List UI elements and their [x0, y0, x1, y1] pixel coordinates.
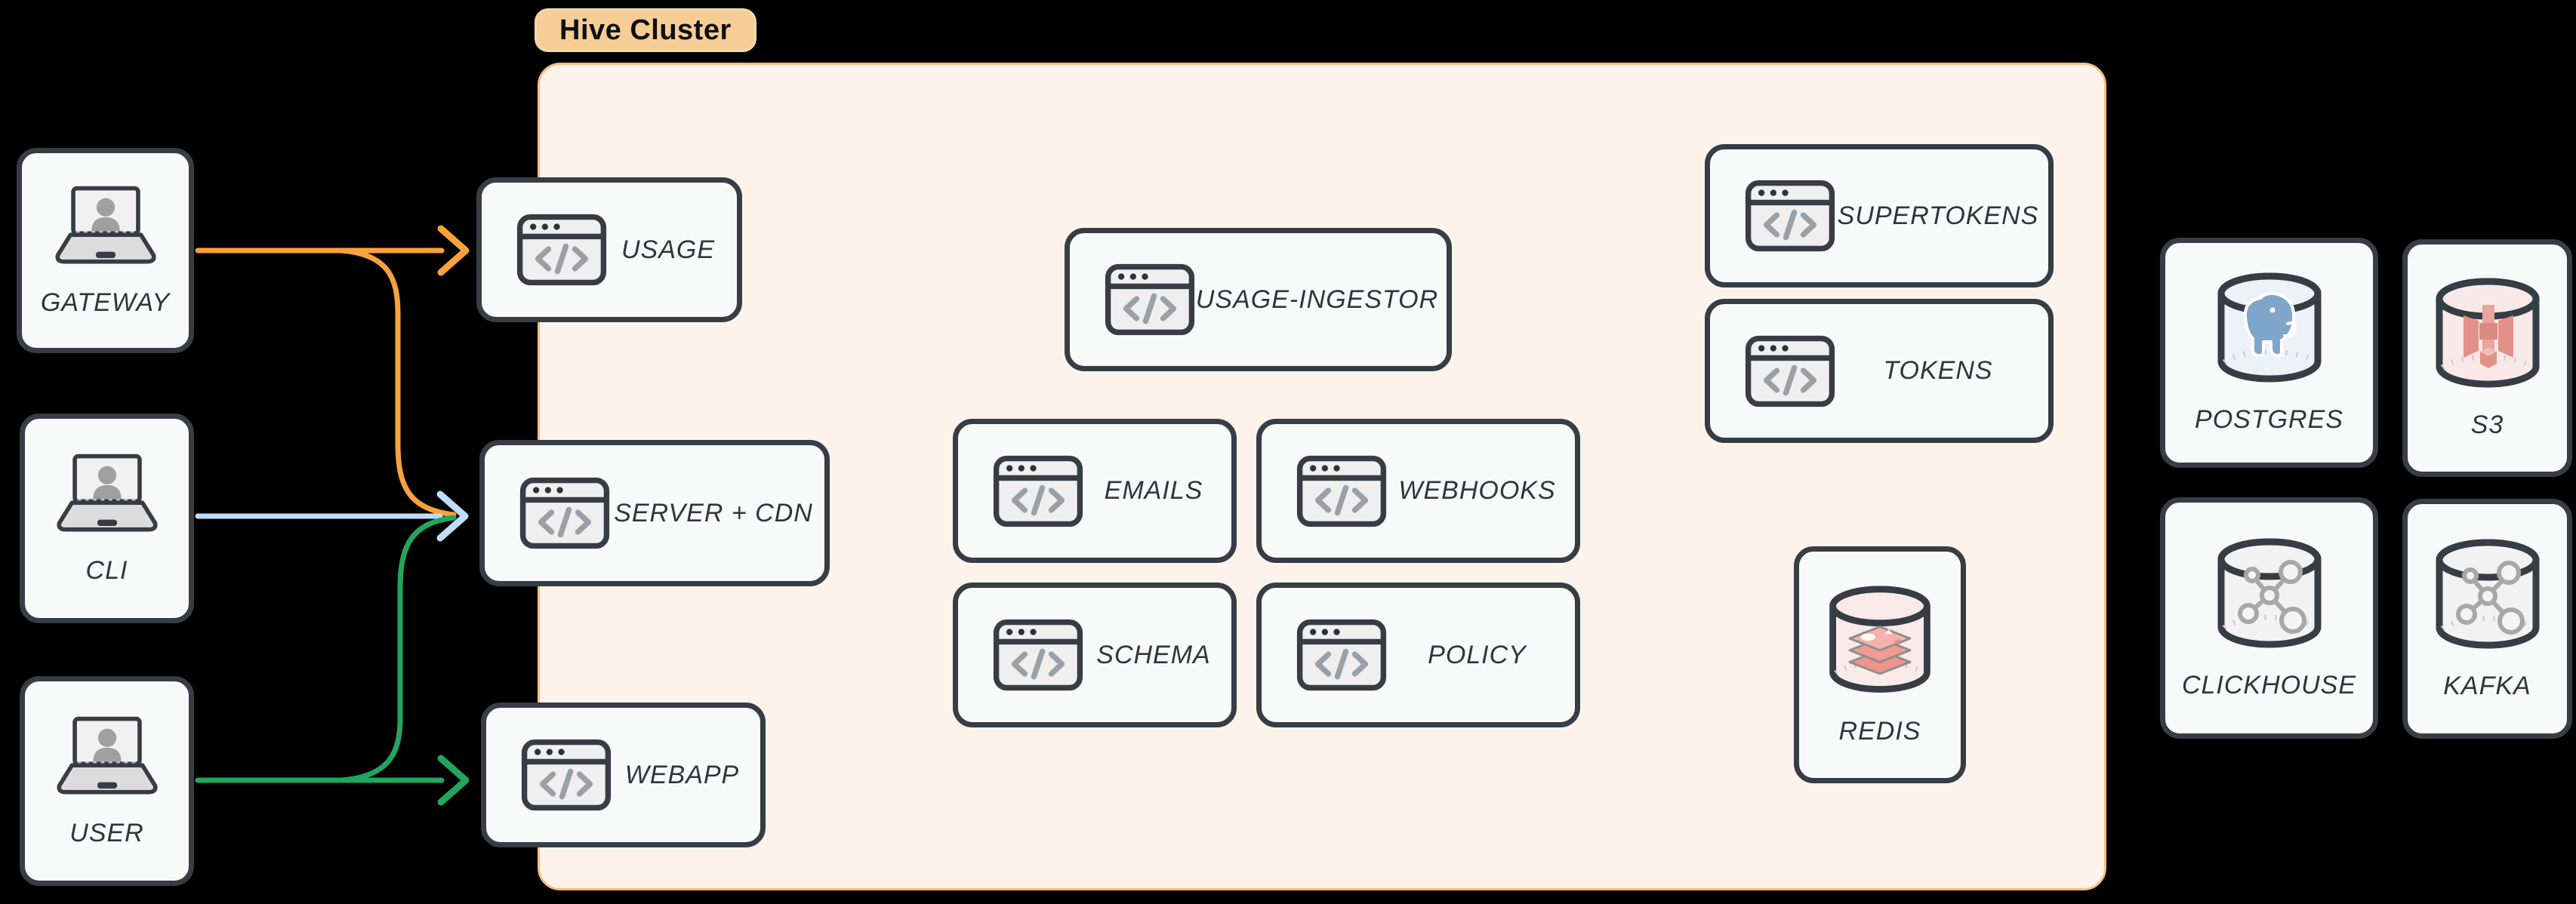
datastore-label: REDIS [1838, 716, 1921, 746]
service-label: SUPERTOKENS [1837, 201, 2039, 230]
code-window-icon [1296, 619, 1387, 691]
datastore-label: KAFKA [2443, 671, 2531, 700]
laptop-user-icon [49, 184, 162, 269]
s3-database-icon [2427, 276, 2548, 397]
service-node-server-cdn: SERVER + CDN [479, 440, 830, 586]
service-label: TOKENS [1883, 356, 1993, 385]
service-label: WEBHOOKS [1398, 476, 1556, 505]
service-node-supertokens: SUPERTOKENS [1705, 144, 2054, 287]
datastore-label: CLICKHOUSE [2181, 670, 2357, 700]
service-node-schema: SCHEMA [953, 583, 1237, 727]
code-window-icon [521, 739, 612, 811]
arrowhead-user-webapp [437, 755, 470, 806]
service-label: POLICY [1428, 640, 1527, 669]
kafka-database-icon [2427, 537, 2548, 658]
clickhouse-database-icon [2209, 537, 2330, 657]
service-node-usage: USAGE [476, 177, 742, 322]
postgres-database-icon [2209, 271, 2330, 392]
code-window-icon [993, 619, 1083, 691]
hive-cluster-label: Hive Cluster [559, 14, 732, 46]
arrowhead-cli-servercdn [436, 490, 469, 542]
code-window-icon [516, 214, 607, 286]
service-label: USAGE-INGESTOR [1195, 284, 1439, 314]
service-label: SERVER + CDN [614, 498, 813, 527]
client-label: CLI [85, 555, 128, 585]
client-node-gateway: GATEWAY [17, 148, 194, 353]
code-window-icon [519, 477, 610, 549]
service-node-usage-ingestor: USAGE-INGESTOR [1065, 228, 1452, 371]
datastore-node-clickhouse: CLICKHOUSE [2160, 497, 2378, 739]
datastore-node-redis: REDIS [1794, 546, 1966, 783]
service-node-policy: POLICY [1256, 583, 1580, 727]
client-node-user: USER [20, 676, 194, 886]
client-label: GATEWAY [40, 287, 171, 317]
hive-cluster-badge: Hive Cluster [535, 8, 756, 52]
service-node-tokens: TOKENS [1705, 299, 2054, 443]
service-label: WEBAPP [624, 760, 740, 789]
datastore-node-s3: S3 [2402, 239, 2572, 477]
datastore-node-postgres: POSTGRES [2160, 238, 2378, 468]
service-label: SCHEMA [1096, 640, 1211, 669]
service-label: EMAILS [1104, 476, 1203, 505]
arrowhead-gateway-usage [437, 225, 470, 276]
datastore-label: S3 [2470, 410, 2504, 439]
arrow-user-servercdn [338, 515, 457, 783]
datastore-node-kafka: KAFKA [2402, 499, 2572, 739]
service-node-emails: EMAILS [953, 419, 1237, 563]
arrow-gateway-servercdn [338, 248, 457, 518]
code-window-icon [1745, 335, 1835, 407]
service-label: USAGE [621, 235, 716, 264]
datastore-label: POSTGRES [2195, 405, 2343, 434]
service-node-webapp: WEBAPP [481, 703, 766, 847]
laptop-user-icon [51, 715, 164, 799]
laptop-user-icon [51, 452, 164, 537]
service-node-webhooks: WEBHOOKS [1256, 419, 1580, 563]
code-window-icon [993, 455, 1083, 527]
client-label: USER [69, 818, 144, 847]
client-node-cli: CLI [20, 414, 194, 623]
code-window-icon [1745, 180, 1835, 252]
code-window-icon [1296, 455, 1387, 527]
redis-database-icon [1821, 584, 1939, 702]
code-window-icon [1105, 263, 1195, 336]
